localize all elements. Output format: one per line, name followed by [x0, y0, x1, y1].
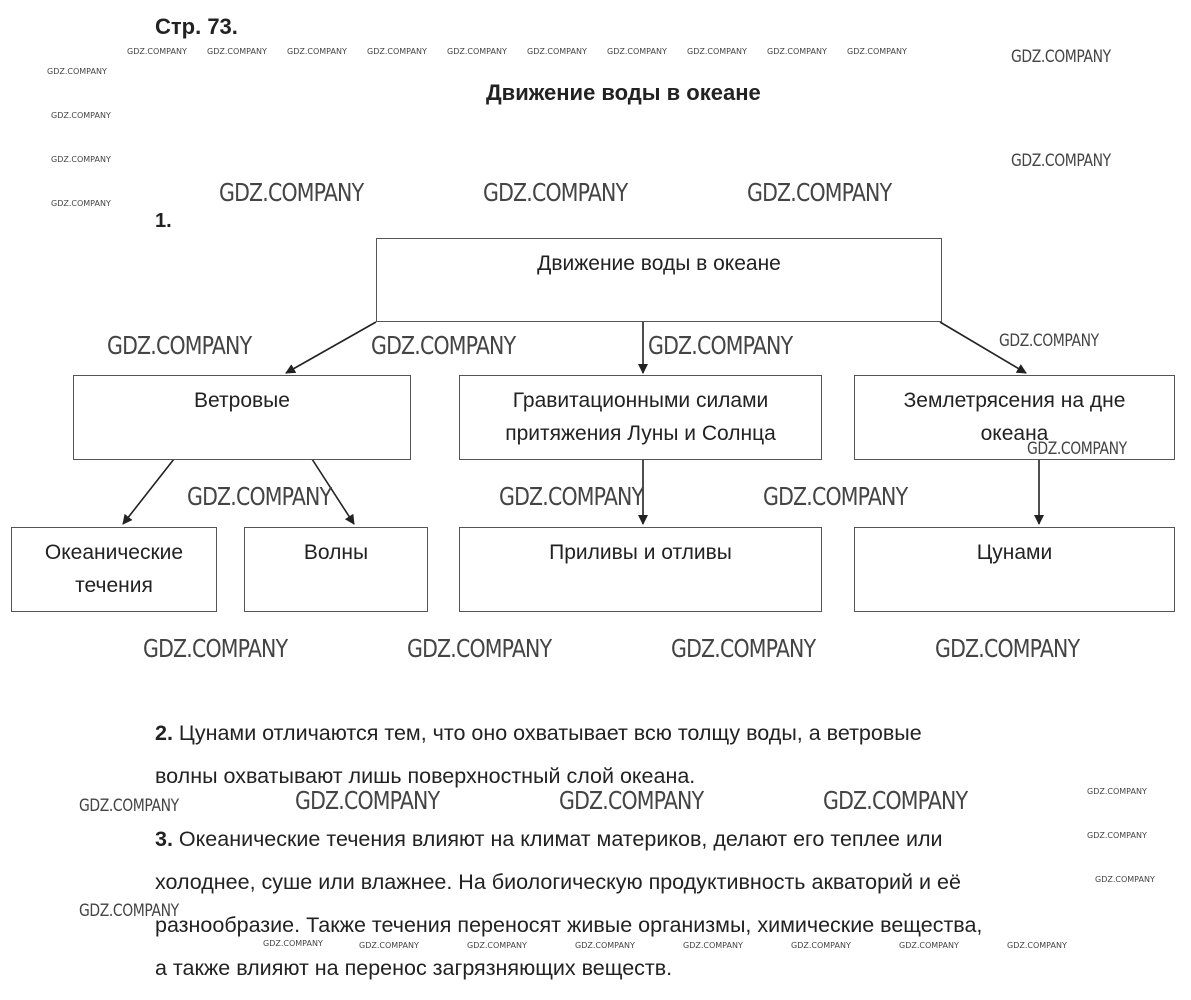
gravity-label-line2: притяжения Луны и Солнца	[505, 422, 776, 445]
waves-label: Волны	[303, 541, 369, 564]
page-title: Движение воды в океане	[486, 80, 761, 105]
tides-box: Приливы и отливы	[459, 527, 822, 612]
watermark: GDZ.COMPANY	[51, 199, 111, 208]
currents-label-line2: течения	[75, 574, 153, 597]
watermark: GDZ.COMPANY	[367, 47, 427, 56]
diagram-root-label: Движение воды в океане	[537, 252, 781, 275]
watermark: GDZ.COMPANY	[1011, 151, 1111, 171]
task-2-number: 2.	[155, 721, 173, 745]
page-reference: Стр. 73.	[155, 14, 238, 39]
watermark: GDZ.COMPANY	[371, 331, 516, 360]
gravity-box: Гравитационными силами притяжения Луны и…	[459, 375, 822, 460]
watermark: GDZ.COMPANY	[467, 941, 527, 950]
task-3-answer: 3. Океанические течения влияют на климат…	[155, 818, 1145, 990]
task-3-number: 3.	[155, 827, 173, 851]
diagram-root-box: Движение воды в океане	[376, 238, 942, 322]
watermark: GDZ.COMPANY	[219, 178, 364, 207]
tides-label: Приливы и отливы	[549, 541, 732, 564]
watermark: GDZ.COMPANY	[648, 331, 793, 360]
watermark: GDZ.COMPANY	[499, 482, 644, 511]
watermark: GDZ.COMPANY	[187, 482, 332, 511]
watermark: GDZ.COMPANY	[687, 47, 747, 56]
watermark: GDZ.COMPANY	[263, 939, 323, 948]
watermark: GDZ.COMPANY	[143, 634, 288, 663]
watermark: GDZ.COMPANY	[763, 482, 908, 511]
watermark: GDZ.COMPANY	[1095, 875, 1155, 884]
watermark: GDZ.COMPANY	[51, 111, 111, 120]
watermark: GDZ.COMPANY	[683, 941, 743, 950]
task-3-line-1: 3. Океанические течения влияют на климат…	[155, 827, 943, 851]
watermark: GDZ.COMPANY	[483, 178, 628, 207]
watermark: GDZ.COMPANY	[51, 155, 111, 164]
watermark: GDZ.COMPANY	[899, 941, 959, 950]
watermark: GDZ.COMPANY	[671, 634, 816, 663]
watermark: GDZ.COMPANY	[79, 796, 179, 816]
watermark: GDZ.COMPANY	[607, 47, 667, 56]
watermark: GDZ.COMPANY	[1011, 47, 1111, 67]
watermark: GDZ.COMPANY	[1007, 941, 1067, 950]
watermark: GDZ.COMPANY	[107, 331, 252, 360]
tsunami-box: Цунами	[854, 527, 1175, 612]
watermark: GDZ.COMPANY	[559, 786, 704, 815]
task-2-answer: 2. Цунами отличаются тем, что оно охваты…	[155, 712, 1145, 798]
watermark: GDZ.COMPANY	[527, 47, 587, 56]
watermark: GDZ.COMPANY	[207, 47, 267, 56]
watermark: GDZ.COMPANY	[1087, 787, 1147, 796]
arrow-root-to-wind	[285, 321, 377, 374]
wind-box: Ветровые	[73, 375, 411, 460]
gravity-label-line1: Гравитационными силами	[512, 389, 769, 412]
arrow-root-to-quake	[939, 321, 1027, 374]
watermark: GDZ.COMPANY	[287, 47, 347, 56]
watermark: GDZ.COMPANY	[1027, 439, 1127, 459]
arrow-wind-to-currents	[122, 458, 175, 525]
watermark: GDZ.COMPANY	[823, 786, 968, 815]
task-2-line-2: волны охватывают лишь поверхностный слой…	[155, 764, 696, 788]
currents-label-line1: Океанические	[44, 541, 184, 564]
arrow-wind-to-waves	[311, 458, 355, 525]
watermark: GDZ.COMPANY	[999, 331, 1099, 351]
watermark: GDZ.COMPANY	[447, 47, 507, 56]
waves-box: Волны	[244, 527, 428, 612]
watermark: GDZ.COMPANY	[767, 47, 827, 56]
earthquake-box: Землетрясения на дне океана	[854, 375, 1175, 460]
watermark: GDZ.COMPANY	[359, 941, 419, 950]
watermark: GDZ.COMPANY	[47, 67, 107, 76]
watermark: GDZ.COMPANY	[575, 941, 635, 950]
watermark: GDZ.COMPANY	[791, 941, 851, 950]
task-1-number: 1.	[155, 210, 172, 232]
watermark: GDZ.COMPANY	[935, 634, 1080, 663]
watermark: GDZ.COMPANY	[847, 47, 907, 56]
watermark: GDZ.COMPANY	[127, 47, 187, 56]
task-3-line-3: разнообразие. Также течения переносят жи…	[155, 913, 983, 937]
earthquake-label-line2: океана	[980, 422, 1049, 445]
watermark: GDZ.COMPANY	[747, 178, 892, 207]
watermark: GDZ.COMPANY	[1087, 831, 1147, 840]
watermark: GDZ.COMPANY	[295, 786, 440, 815]
watermark: GDZ.COMPANY	[407, 634, 552, 663]
tsunami-label: Цунами	[976, 541, 1053, 564]
task-3-line-4: а также влияют на перенос загрязняющих в…	[155, 956, 673, 980]
task-2-line-1: 2. Цунами отличаются тем, что оно охваты…	[155, 721, 922, 745]
task-3-line-2: холоднее, суше или влажнее. На биологиче…	[155, 870, 961, 894]
currents-box: Океанические течения	[11, 527, 217, 612]
earthquake-label-line1: Землетрясения на дне	[903, 389, 1126, 412]
watermark: GDZ.COMPANY	[79, 901, 179, 921]
wind-label: Ветровые	[194, 389, 290, 412]
